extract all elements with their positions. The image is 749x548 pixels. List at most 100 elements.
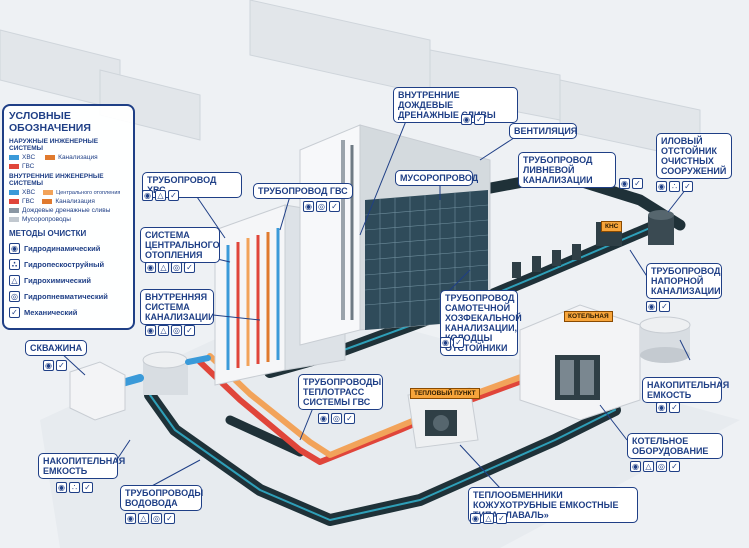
brush-icon: ✓ [632,178,643,189]
outer-gvs-swatch [9,164,19,169]
label-garbage-chute: МУСОРОПРОВОД [395,170,478,186]
brush-icon: ✓ [56,360,67,371]
method-row-mechanical: ✓ Механический [9,307,128,318]
manholes [512,244,581,278]
inner-garbage-swatch [9,217,19,222]
droplet-dots-icon: ∴ [669,181,680,192]
droplet-icon: ◉ [440,337,451,348]
droplet-icon: ◉ [142,190,153,201]
air-bubble-icon: ◎ [316,201,327,212]
flask-icon: △ [158,325,169,336]
brush-icon: ✓ [669,461,680,472]
air-bubble-icon: ◎ [656,461,667,472]
label-pressure-sewer: ТРУБОПРОВОД НАПОРНОЙ КАНАЛИЗАЦИИ [646,263,722,299]
legend-inner-drain: Дождевые дренажные сливы [22,207,111,214]
flask-icon: △ [643,461,654,472]
brush-icon: ✓ [474,114,485,125]
legend-panel: УСЛОВНЫЕ ОБОЗНАЧЕНИЯ НАРУЖНЫЕ ИНЖЕНЕРНЫЕ… [2,104,135,330]
legend-inner-title: ВНУТРЕННИЕ ИНЖЕНЕРНЫЕ СИСТЕМЫ [9,173,104,187]
brush-icon: ✓ [9,307,20,318]
legend-outer-title: НАРУЖНЫЕ ИНЖЕНЕРНЫЕ СИСТЕМЫ [9,138,99,152]
legend-outer-hvs: ХВС [22,154,36,161]
legend-inner-row-2: ГВС Канализация [9,198,128,205]
icons-well: ◉✓ [43,360,67,371]
label-storm-sewer: ТРУБОПРОВОД ЛИВНЕВОЙ КАНАЛИЗАЦИИ [518,152,616,188]
droplet-icon: ◉ [318,413,329,424]
air-bubble-icon: ◎ [171,262,182,273]
droplet-icon: ◉ [461,114,472,125]
legend-inner-gvs: ГВС [22,198,35,205]
storage-tank-left [142,351,188,395]
brush-icon: ✓ [669,402,680,413]
label-gravity-sewer: ТРУБОПРОВОД САМОТЕЧНОЙ ХОЗФЕКАЛЬНОЙ КАНА… [440,290,522,356]
droplet-icon: ◉ [630,461,641,472]
icons-sludge-tank: ◉∴✓ [656,181,693,192]
brush-icon: ✓ [168,190,179,201]
sludge-tank [648,210,674,245]
label-ventilation: ВЕНТИЛЯЦИЯ [509,123,577,139]
inner-gvs-swatch [9,199,19,204]
droplet-icon: ◉ [125,513,136,524]
legend-inner-sewage: Канализация [55,198,95,205]
droplet-icon: ◉ [56,482,67,493]
tag-heat-point: ТЕПЛОВЫЙ ПУНКТ [410,388,480,399]
legend-inner-row-3: Дождевые дренажные сливы [9,207,128,214]
legend-methods-title: МЕТОДЫ ОЧИСТКИ [9,229,87,238]
outer-sewage-swatch [45,155,56,160]
icons-heat-exchangers: ◉△✓ [470,513,507,524]
background-buildings [0,0,701,161]
flask-icon: △ [158,262,169,273]
label-sludge-tank: ИЛОВЫЙ ОТСТОЙНИК ОЧИСТНЫХ СООРУЖЕНИЙ [656,133,732,179]
heat-point-building [407,387,479,449]
legend-outer-row-2: ГВС [9,163,128,170]
legend-outer-sewage: Канализация [58,154,98,161]
label-rain-drains: ВНУТРЕННИЕ ДОЖДЕВЫЕ ДРЕНАЖНЫЕ СЛИВЫ [393,87,518,123]
legend-outer-row-1: ХВС Канализация [9,154,128,161]
label-storage-tank-left: НАКОПИТЕЛЬНАЯ ЕМКОСТЬ [38,453,125,479]
icons-central-heating: ◉△◎✓ [145,262,195,273]
droplet-icon: ◉ [646,301,657,312]
legend-inner-row-1: ХВС Центрального отопления [9,189,128,196]
legend-outer-gvs: ГВС [22,163,35,170]
flask-icon: △ [138,513,149,524]
legend-inner-heating: Центрального отопления [56,189,121,196]
droplet-dots-icon: ∴ [9,259,20,270]
droplet-icon: ◉ [656,402,667,413]
air-bubble-icon: ◎ [331,413,342,424]
label-water-pipes: ТРУБОПРОВОДЫ ВОДОВОДА [120,485,203,511]
label-storage-tank-right: НАКОПИТЕЛЬНАЯ ЕМКОСТЬ [642,377,729,403]
brush-icon: ✓ [496,513,507,524]
air-bubble-icon: ◎ [9,291,20,302]
droplet-dots-icon: ∴ [69,482,80,493]
icons-heat-pipes: ◉◎✓ [318,413,355,424]
brush-icon: ✓ [184,325,195,336]
label-gvs-pipe: ТРУБОПРОВОД ГВС [253,183,353,199]
legend-inner-hvs: ХВС [22,189,36,196]
icons-gravity-sewer: ◉✓ [440,337,464,348]
label-well: СКВАЖИНА [25,340,87,356]
droplet-icon: ◉ [145,262,156,273]
brush-icon: ✓ [344,413,355,424]
inner-sewage-swatch [42,199,53,204]
method-pneumatic: Гидропневматический [24,292,108,301]
inner-hvs-swatch [9,190,19,195]
icons-rain-drains: ◉✓ [461,114,485,125]
icons-internal-sewer: ◉△◎✓ [145,325,195,336]
icons-boiler-equipment: ◉△◎✓ [630,461,680,472]
method-row-sandblast: ∴Гидропескоструйный [9,259,128,270]
air-bubble-icon: ◎ [151,513,162,524]
icons-storage-tank-left: ◉∴✓ [56,482,93,493]
well-building [69,361,126,421]
flask-icon: △ [483,513,494,524]
method-row-chemical: △Гидрохимический [9,275,128,286]
droplet-icon: ◉ [656,181,667,192]
storage-tank-right [639,316,691,363]
label-internal-sewer: ВНУТРЕННЯЯ СИСТЕМА КАНАЛИЗАЦИИ [140,289,215,325]
method-hydrodynamic: Гидродинамический [24,244,101,253]
icons-pressure-sewer: ◉✓ [646,301,670,312]
label-heat-pipes: ТРУБОПРОВОДЫ ТЕПЛОТРАСС СИСТЕМЫ ГВС [298,374,383,410]
method-mechanical: Механический [24,308,78,317]
droplet-icon: ◉ [303,201,314,212]
icons-gvs-pipe: ◉◎✓ [303,201,340,212]
